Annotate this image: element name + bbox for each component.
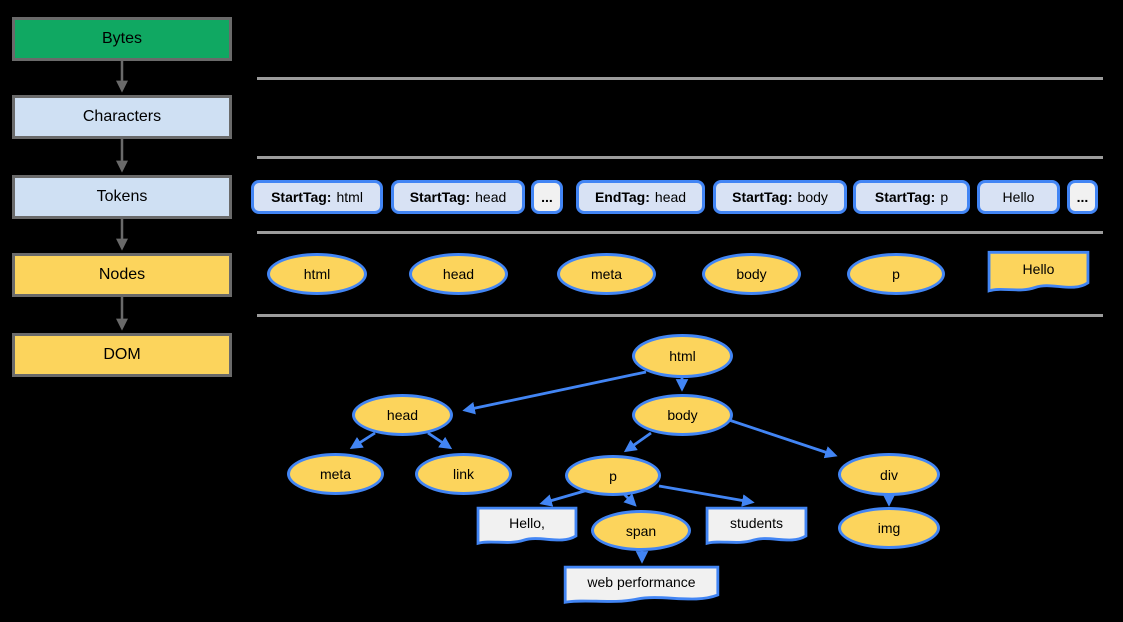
arrow-p-to-span xyxy=(623,493,637,507)
dom-node-text-hello: Hello, xyxy=(476,506,578,548)
token-starttag-html: StartTag: html xyxy=(251,180,383,214)
dom-node-link: link xyxy=(415,453,512,495)
token-type-label: StartTag: xyxy=(732,189,793,205)
dom-node-div: div xyxy=(838,453,940,496)
dom-node-label: img xyxy=(877,520,901,536)
node-label: meta xyxy=(590,266,623,282)
arrow-body-to-div xyxy=(728,418,838,459)
node-label: p xyxy=(892,266,900,282)
node-ellipse-p: p xyxy=(847,253,945,295)
arrow-head-to-meta xyxy=(349,431,376,450)
row-divider-2 xyxy=(257,156,1103,159)
dom-node-body: body xyxy=(632,394,733,436)
dom-node-label: meta xyxy=(319,466,352,482)
dom-node-label: html xyxy=(669,348,696,364)
token-type-label: StartTag: xyxy=(874,189,936,205)
dom-node-meta: meta xyxy=(287,453,384,495)
token-ellipsis-label: ... xyxy=(1076,189,1089,205)
token-name-label: head xyxy=(475,189,507,205)
arrow-p-to-hello-text xyxy=(539,488,589,507)
token-endtag-head: EndTag: head xyxy=(576,180,705,214)
dom-node-html: html xyxy=(632,334,733,378)
token-name-label: body xyxy=(797,189,828,205)
dom-node-label: p xyxy=(609,467,617,484)
pipeline-box-dom: DOM xyxy=(12,333,232,377)
pipeline-box-nodes: Nodes xyxy=(12,253,232,297)
pipeline-label-bytes: Bytes xyxy=(101,30,142,47)
dom-node-p: p xyxy=(565,455,661,496)
token-type-label: EndTag: xyxy=(594,189,650,205)
row-divider-1 xyxy=(257,77,1103,80)
dom-node-head: head xyxy=(352,394,453,436)
node-label: head xyxy=(442,266,475,282)
node-ellipse-meta: meta xyxy=(557,253,656,295)
dom-node-label: link xyxy=(452,466,474,482)
pipeline-label-dom: DOM xyxy=(103,346,141,363)
token-ellipsis-2: ... xyxy=(1067,180,1098,214)
dom-node-label: div xyxy=(880,466,898,483)
node-label: Hello xyxy=(1022,260,1055,277)
pipeline-label-tokens: Tokens xyxy=(96,188,148,205)
document-shape xyxy=(987,250,1090,296)
token-name-label: p xyxy=(940,189,949,205)
dom-node-label: head xyxy=(386,407,419,423)
token-ellipsis-label: ... xyxy=(541,189,553,205)
arrow-body-to-p xyxy=(623,431,652,453)
node-label: html xyxy=(303,266,331,282)
node-document-hello: Hello xyxy=(987,250,1090,296)
arrow-p-to-students-text xyxy=(658,484,755,507)
token-starttag-body: StartTag: body xyxy=(713,180,847,214)
dom-node-label: body xyxy=(667,407,698,423)
token-starttag-p: StartTag: p xyxy=(853,180,970,214)
node-label: body xyxy=(736,266,767,282)
dom-node-text-students: students xyxy=(705,506,808,548)
pipeline-box-tokens: Tokens xyxy=(12,175,232,219)
token-text-hello: Hello xyxy=(977,180,1060,214)
row-divider-3 xyxy=(257,231,1103,234)
dom-node-label: students xyxy=(730,515,783,532)
token-ellipsis-1: ... xyxy=(531,180,563,214)
arrow-head-to-link xyxy=(427,431,453,450)
dom-node-label: Hello, xyxy=(509,515,545,532)
token-type-label: StartTag: xyxy=(271,189,332,205)
token-name-label: html xyxy=(336,189,363,205)
dom-node-label: span xyxy=(625,522,657,539)
token-name-label: head xyxy=(654,189,687,205)
pipeline-box-bytes: Bytes xyxy=(12,17,232,61)
dom-node-span: span xyxy=(591,510,691,551)
pipeline-label-characters: Characters xyxy=(82,108,162,125)
token-type-label: StartTag: xyxy=(409,189,471,205)
pipeline-box-characters: Characters xyxy=(12,95,232,139)
node-ellipse-head: head xyxy=(409,253,508,295)
pipeline-label-nodes: Nodes xyxy=(98,266,146,283)
arrow-html-to-head xyxy=(462,370,647,415)
document-shape xyxy=(562,565,721,607)
dom-node-img: img xyxy=(838,507,940,549)
document-shape xyxy=(705,506,808,548)
dom-node-text-web-performance: web performance xyxy=(562,565,721,607)
dom-node-label: web performance xyxy=(587,574,696,591)
node-ellipse-body: body xyxy=(702,253,801,295)
document-shape xyxy=(476,506,578,548)
token-starttag-head: StartTag: head xyxy=(391,180,525,214)
row-divider-4 xyxy=(257,314,1103,317)
node-ellipse-html: html xyxy=(267,253,367,295)
token-text-label: Hello xyxy=(1002,189,1035,205)
